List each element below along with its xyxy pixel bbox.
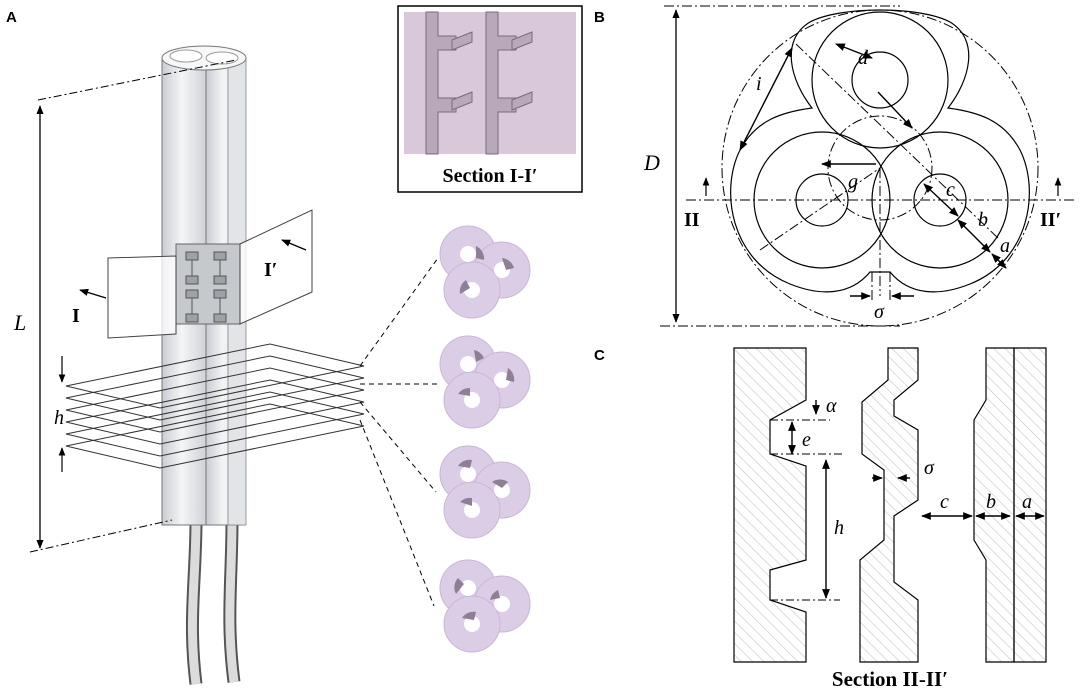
construction-lines — [759, 43, 1001, 300]
section-walls — [733, 347, 1047, 663]
plane-label-i: I — [72, 305, 80, 327]
tube-body — [161, 45, 247, 526]
label-c-c: c — [940, 491, 949, 513]
section-ii-title: Section II-II′ — [832, 667, 948, 691]
lead-wires — [185, 519, 241, 685]
center-circle — [827, 115, 933, 221]
dimension-h: h — [54, 356, 66, 472]
label-d-big: D — [643, 150, 660, 175]
label-e: e — [802, 429, 811, 451]
label-h-c: h — [834, 517, 844, 539]
cross-sections — [439, 225, 531, 653]
label-g: g — [848, 171, 858, 193]
panel-b: B D II II′ — [594, 5, 1074, 327]
dimension-d: D — [643, 5, 900, 327]
label-b-b: b — [978, 209, 988, 231]
dash-guides-c — [770, 419, 842, 601]
section-i-title: Section I-I′ — [442, 165, 537, 187]
label-h-a: h — [54, 407, 64, 429]
dimension-arrows-c — [788, 400, 1045, 599]
section-i-inset: Section I-I′ — [397, 5, 583, 193]
panel-letter-c: C — [594, 347, 605, 364]
cross-section-1 — [439, 225, 531, 319]
panel-b-labels: i d g c b a σ — [756, 47, 1010, 323]
dimension-arrows-b — [739, 43, 1007, 300]
panel-a: A I I — [6, 5, 583, 685]
plane-label-i-prime: I′ — [264, 259, 277, 281]
slice-planes — [65, 343, 365, 469]
cross-section-2 — [439, 335, 531, 429]
cut-label-ii: II — [684, 209, 700, 231]
cross-section-3 — [439, 445, 531, 539]
label-a-b: a — [1000, 235, 1010, 257]
label-sigma-b: σ — [874, 301, 885, 323]
panel-c-labels: α e σ h c b a — [802, 395, 1032, 539]
cross-section-4 — [439, 559, 531, 653]
section-plane-i: I I′ — [72, 209, 313, 339]
label-l: L — [13, 310, 26, 335]
dimension-l: L — [13, 59, 237, 553]
label-sigma-c: σ — [924, 457, 935, 479]
section-line-ii: II II′ — [684, 177, 1074, 231]
label-a-c: a — [1022, 491, 1032, 513]
label-i: i — [756, 73, 762, 95]
label-alpha: α — [826, 395, 837, 417]
panel-letter-b: B — [594, 9, 605, 26]
panel-c: C α e σ h c — [594, 347, 1047, 691]
leader-lines — [359, 257, 439, 607]
label-c-b: c — [946, 179, 955, 201]
label-d: d — [858, 47, 869, 69]
label-b-c: b — [986, 491, 996, 513]
cut-label-ii-prime: II′ — [1040, 209, 1061, 231]
panel-letter-a: A — [6, 9, 17, 26]
